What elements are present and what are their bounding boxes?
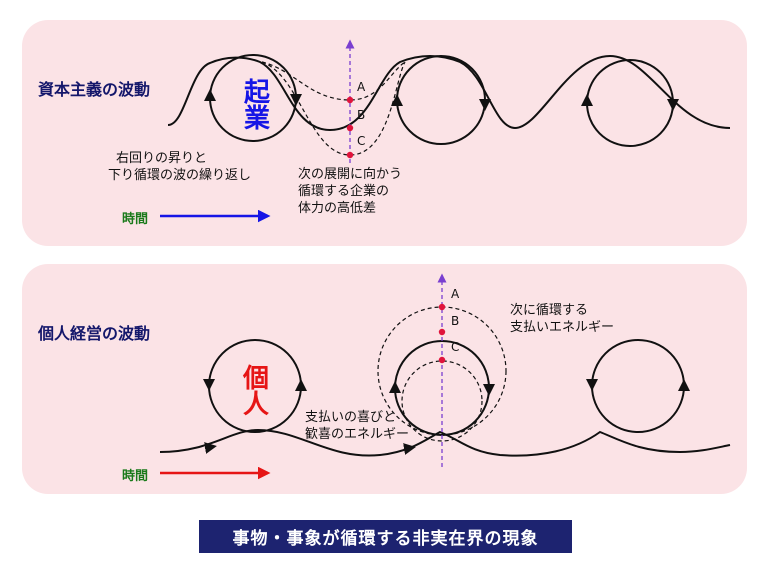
footer-banner: 事物・事象が循環する非実在界の現象: [199, 520, 572, 553]
bottom-point-b-marker: [438, 328, 446, 336]
bottom-kanji-2: 人: [243, 390, 270, 420]
bottom-point-a-marker: [438, 303, 446, 311]
bottom-point-a: A: [451, 287, 460, 301]
top-flow-arrows: [204, 89, 679, 111]
top-note-right-2: 循環する企業の: [298, 184, 390, 199]
top-point-c: C: [357, 134, 366, 148]
top-note-right-3: 体力の高低差: [298, 201, 377, 216]
bottom-note-right-2: 支払いエネルギー: [510, 320, 615, 335]
top-dashed-waves: [261, 61, 406, 156]
top-point-b-marker: [346, 124, 354, 132]
bottom-point-b: B: [451, 314, 460, 328]
top-point-a-marker: [346, 96, 354, 104]
bottom-time-label: 時間: [122, 469, 149, 484]
top-time-label: 時間: [122, 212, 149, 227]
top-kanji-2: 業: [244, 104, 271, 134]
top-point-c-marker: [346, 151, 354, 159]
top-note-left-1: 右回りの昇りと: [116, 151, 208, 166]
bottom-flow-arrows: [203, 379, 690, 455]
bottom-note-1: 支払いの喜びと: [305, 410, 397, 425]
top-note-right-1: 次の展開に向かう: [298, 167, 403, 182]
bottom-point-c-marker: [438, 356, 446, 364]
bottom-point-c: C: [451, 340, 460, 354]
top-note-left-2: 下り循環の波の繰り返し: [108, 168, 252, 183]
top-heading: 資本主義の波動: [38, 80, 151, 99]
bottom-kanji-1: 個: [243, 364, 270, 394]
bottom-panel: [22, 264, 747, 494]
top-point-b: B: [357, 108, 366, 122]
top-point-a: A: [357, 80, 366, 94]
top-panel: [22, 20, 747, 246]
bottom-note-2: 歓喜のエネルギー: [305, 427, 410, 442]
top-kanji-1: 起: [244, 78, 271, 108]
bottom-heading: 個人経営の波動: [38, 324, 151, 343]
bottom-note-right-1: 次に循環する: [510, 303, 589, 318]
